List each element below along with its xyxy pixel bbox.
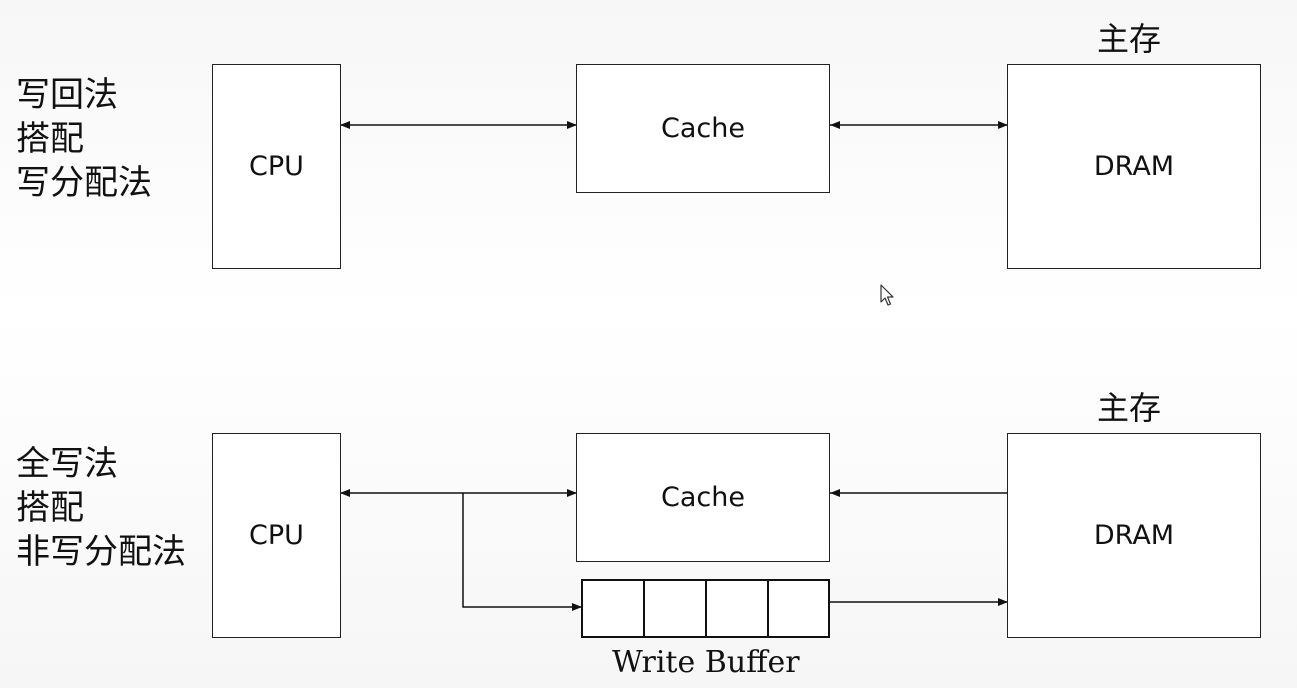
top-dram-box: DRAM [1007,64,1261,269]
top-cache-label: Cache [661,113,745,144]
bottom-cpu-box: CPU [212,433,341,638]
bottom-cache-box: Cache [576,433,830,562]
bottom-dram-label: DRAM [1093,520,1175,551]
top-method-line: 写分配法 [16,163,152,203]
write-buffer-cell [581,579,645,638]
write-buffer-cell [705,579,769,638]
bottom-cache-label: Cache [661,482,745,513]
top-dram-label: DRAM [1093,151,1175,182]
top-memory-title: 主存 [1097,20,1162,58]
bottom-cpu-label: CPU [249,520,304,551]
top-method-line: 搭配 [16,119,84,159]
top-cpu-box: CPU [212,64,341,269]
write-buffer-label: Write Buffer [612,645,800,680]
top-cache-box: Cache [576,64,830,193]
write-buffer-cell [767,579,830,638]
top-method-label: 写回法 搭配 写分配法 [16,73,152,205]
bottom-method-line: 全写法 [16,444,118,484]
bottom-method-line: 搭配 [16,488,84,528]
top-method-line: 写回法 [16,75,118,115]
write-buffer-cell [643,579,707,638]
bottom-dram-box: DRAM [1007,433,1261,638]
bottom-method-label: 全写法 搭配 非写分配法 [16,442,186,574]
top-cpu-label: CPU [249,151,304,182]
mouse-pointer-icon [880,284,894,306]
bottom-method-line: 非写分配法 [16,532,186,572]
bottom-memory-title: 主存 [1097,389,1162,427]
bottom-cpu-buffer-arrow [462,493,582,611]
